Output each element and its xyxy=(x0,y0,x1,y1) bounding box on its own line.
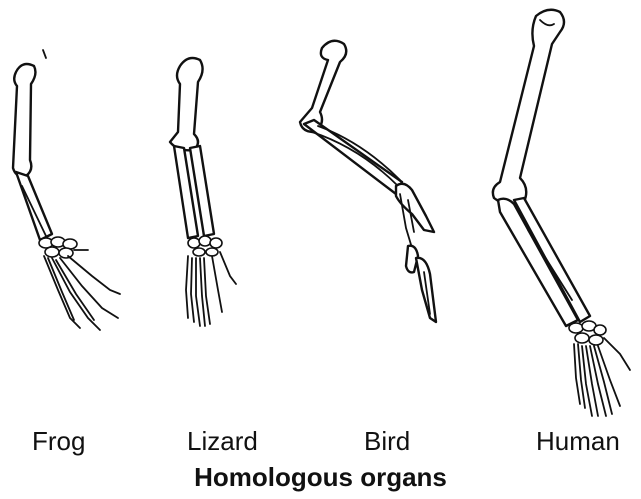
lizard-humerus xyxy=(170,58,203,150)
frog-stray-mark xyxy=(43,50,46,58)
label-lizard: Lizard xyxy=(187,426,258,456)
human-digits xyxy=(574,338,630,416)
frog-digits xyxy=(44,250,120,330)
label-human: Human xyxy=(536,426,620,456)
label-bird: Bird xyxy=(364,426,410,456)
lizard-forelimb xyxy=(170,58,236,326)
bird-humerus xyxy=(300,41,346,132)
frog-humerus xyxy=(13,64,35,176)
bird-radius-ulna xyxy=(304,120,402,194)
human-forelimb xyxy=(493,10,630,416)
lizard-digits xyxy=(186,252,236,326)
label-frog: Frog xyxy=(32,426,85,456)
lizard-carpals xyxy=(188,236,222,256)
frog-carpals xyxy=(39,237,77,258)
bird-forelimb xyxy=(300,41,436,322)
human-ulna xyxy=(498,199,578,326)
frog-radio-ulna xyxy=(16,172,52,240)
human-humerus xyxy=(493,10,564,205)
diagram-title: Homologous organs xyxy=(0,462,641,492)
human-carpals xyxy=(569,321,606,345)
frog-forelimb xyxy=(13,50,120,330)
bird-digits xyxy=(406,246,436,322)
